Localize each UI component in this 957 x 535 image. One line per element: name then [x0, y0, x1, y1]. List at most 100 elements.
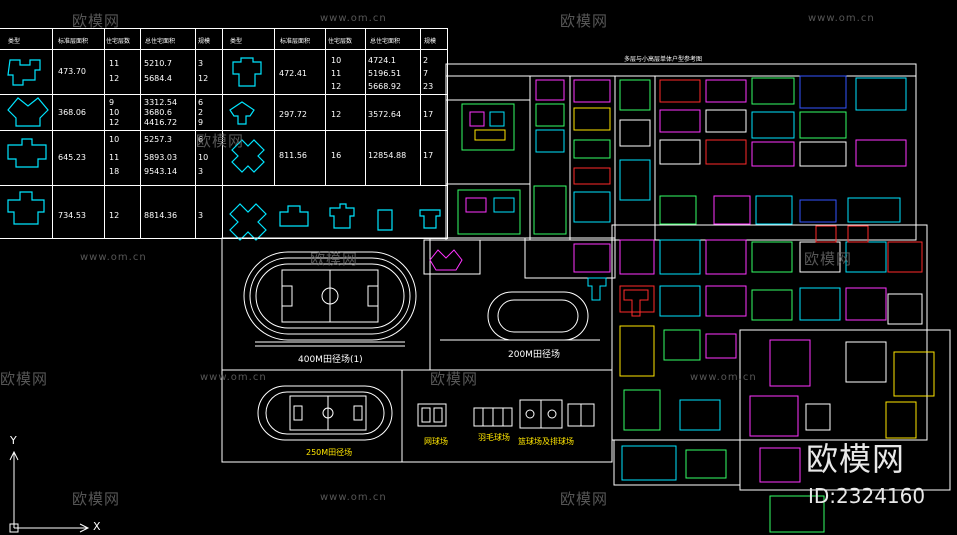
table-cell: 5668.92	[368, 82, 402, 91]
table-cell: 10	[109, 135, 120, 144]
watermark-brand: 欧模网	[804, 250, 853, 268]
table-cell: 17	[423, 151, 434, 160]
table-header: 类型	[8, 38, 21, 45]
table-cell: 12	[109, 211, 120, 220]
floor-plan-thumb	[573, 107, 611, 131]
table-cell: 3680.6	[144, 108, 172, 117]
floor-plan-thumb	[461, 103, 515, 151]
sheet-frame	[739, 329, 951, 491]
table-cell: 11	[109, 153, 120, 162]
watermark-brand: 欧模网	[560, 12, 609, 30]
unit-plan	[279, 205, 309, 227]
floor-plan-thumb	[457, 189, 521, 235]
table-cell: 7	[423, 69, 429, 78]
table-cell: 10	[109, 108, 120, 117]
table-cell: 368.06	[58, 108, 86, 117]
watermark-brand: 欧模网	[310, 250, 359, 268]
table-cell: 12	[198, 74, 209, 83]
table-cell: 18	[109, 167, 120, 176]
table-cell: 9	[198, 118, 204, 127]
table-cell: 473.70	[58, 67, 86, 76]
track-200-label: 200M田径场	[508, 350, 560, 360]
table-cell: 5257.3	[144, 135, 172, 144]
unit-plan	[7, 138, 47, 168]
table-rule	[420, 28, 421, 185]
table-cell: 4724.1	[368, 56, 396, 65]
watermark-url: www.om.cn	[690, 372, 757, 383]
watermark-brand: 欧模网	[430, 370, 479, 388]
table-cell: 17	[423, 110, 434, 119]
floor-plan-thumb	[587, 277, 607, 301]
floor-plan-thumb	[535, 129, 565, 153]
table-cell: 3	[198, 167, 204, 176]
watermark-brand: 欧模网	[0, 370, 49, 388]
table-cell: 10	[198, 153, 209, 162]
table-cell: 11	[109, 59, 120, 68]
table-cell: 9	[109, 98, 115, 107]
unit-plan	[7, 191, 45, 225]
table-cell: 6	[198, 98, 204, 107]
table-cell: 8814.36	[144, 211, 178, 220]
floor-plan-thumb	[573, 191, 611, 223]
small-sheet	[423, 239, 481, 275]
basketball-court-label: 篮球场及排球场	[518, 437, 574, 446]
table-header: 总住宅面积	[370, 38, 401, 45]
floor-plan-thumb	[573, 139, 611, 159]
table-cell: 6	[198, 135, 204, 144]
table-cell: 472.41	[279, 69, 307, 78]
track-250-label: 250M田径场	[306, 448, 353, 457]
floor-plan-thumb	[619, 79, 651, 111]
watermark-url: www.om.cn	[80, 252, 147, 263]
table-cell: 3	[198, 211, 204, 220]
table-rule	[0, 28, 447, 29]
table-cell: 811.56	[279, 151, 307, 160]
table-cell: 10	[331, 56, 342, 65]
table-cell: 2	[198, 108, 204, 117]
table-header: 总住宅面积	[145, 38, 176, 45]
floor-plan-thumb	[493, 197, 515, 213]
track-400-label: 400M田径场(1)	[298, 355, 363, 365]
unit-plan	[7, 59, 41, 86]
table-cell: 4416.72	[144, 118, 178, 127]
floor-plan-thumb	[535, 103, 565, 127]
track-400-outer	[243, 251, 417, 341]
table-rule	[365, 28, 366, 185]
table-rule	[222, 28, 223, 238]
table-rule	[274, 28, 275, 185]
table-cell: 12	[109, 118, 120, 127]
table-header: 住宅层数	[328, 38, 353, 45]
table-rule	[0, 94, 447, 95]
watermark-url: www.om.cn	[200, 372, 267, 383]
table-cell: 645.23	[58, 153, 86, 162]
watermark-url: www.om.cn	[808, 13, 875, 24]
unit-plan	[377, 209, 393, 231]
table-cell: 12	[331, 110, 342, 119]
watermark-brand-large: 欧模网	[806, 440, 906, 478]
unit-plan	[232, 57, 262, 87]
watermark-url: www.om.cn	[320, 13, 387, 24]
floor-plan-thumb	[573, 243, 611, 273]
table-cell: 16	[331, 151, 342, 160]
floor-plan-thumb	[619, 159, 651, 201]
table-header: 标准层面积	[280, 38, 311, 45]
floor-plan-thumb	[489, 111, 505, 127]
table-cell: 5893.03	[144, 153, 178, 162]
table-rule	[140, 28, 141, 238]
watermark-brand: 欧模网	[72, 12, 121, 30]
plan-grid	[659, 75, 907, 225]
table-cell: 23	[423, 82, 434, 91]
table-rule	[52, 28, 53, 238]
tennis-court	[417, 403, 447, 427]
unit-plan	[229, 101, 255, 125]
unit-plan	[7, 97, 49, 127]
floor-plan-thumb	[535, 79, 565, 101]
floor-plan-thumb	[815, 225, 837, 243]
table-cell: 2	[423, 56, 429, 65]
table-cell: 3312.54	[144, 98, 178, 107]
table-cell: 12	[109, 74, 120, 83]
